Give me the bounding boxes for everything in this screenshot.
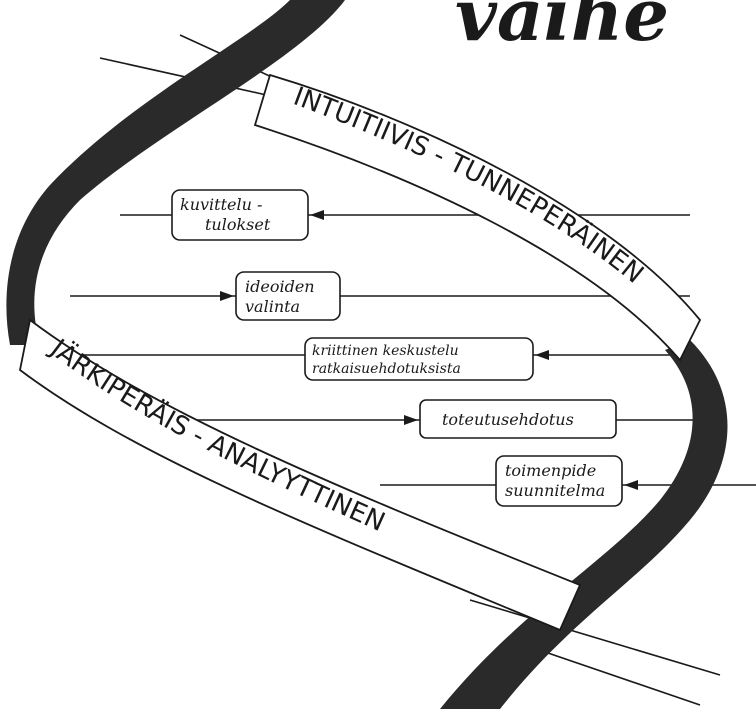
step-box-1: kuvittelu - tulokset bbox=[172, 190, 324, 240]
diagram-title: vaihe bbox=[455, 0, 669, 57]
arrowhead-2 bbox=[220, 291, 234, 301]
step-box-3: kriittinen keskustelu ratkaisuehdotuksis… bbox=[305, 338, 549, 380]
step-box-3-line-2: ratkaisuehdotuksista bbox=[312, 361, 461, 377]
step-box-1-line-2: tulokset bbox=[205, 215, 271, 234]
arrowhead-5 bbox=[624, 480, 638, 490]
step-box-2-line-2: valinta bbox=[245, 297, 300, 316]
step-box-4-line-1: toteutusehdotus bbox=[442, 410, 574, 429]
step-box-4: toteutusehdotus bbox=[404, 400, 616, 438]
step-box-2-line-1: ideoiden bbox=[245, 277, 315, 296]
step-box-5-line-2: suunnitelma bbox=[505, 481, 605, 500]
arrowhead-3 bbox=[535, 350, 549, 360]
step-box-5: toimenpide suunnitelma bbox=[496, 456, 638, 506]
step-box-2: ideoiden valinta bbox=[220, 272, 340, 320]
step-box-1-line-1: kuvittelu - bbox=[180, 195, 262, 214]
arrowhead-1 bbox=[310, 210, 324, 220]
dark-helix-strand-lower bbox=[440, 340, 728, 709]
step-box-5-line-1: toimenpide bbox=[505, 461, 596, 480]
step-box-3-line-1: kriittinen keskustelu bbox=[312, 343, 459, 359]
band-label-upper: INTUITIIVIS - TUNNEPERÄINEN bbox=[289, 82, 649, 290]
arrowhead-4 bbox=[404, 415, 418, 425]
